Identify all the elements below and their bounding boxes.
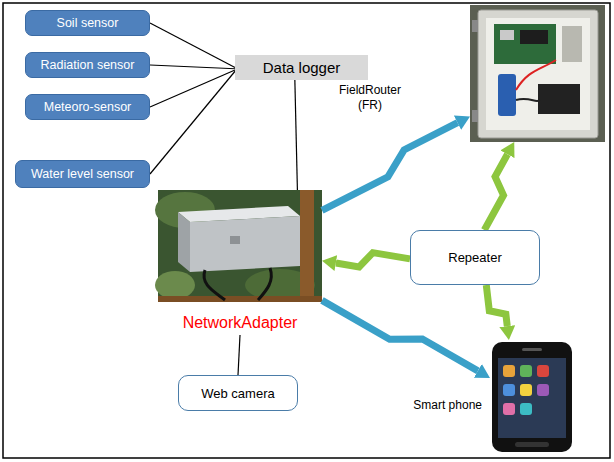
photo-background [470,5,605,142]
app-icon [520,384,532,396]
app-icon [503,384,515,396]
enclosure-interior [486,18,590,130]
sensor-box: Soil sensor [25,10,150,36]
bracket [562,26,582,62]
wireless-bolt [322,300,478,371]
app-icon [503,365,515,377]
app-icon [537,384,549,396]
phone-photo-node: Smart phone [490,340,575,455]
cable [204,270,225,300]
device-box: Web camera [178,375,298,411]
smart-phone-photo [492,342,572,452]
app-icon [537,365,549,377]
node-label: Soil sensor [57,16,119,30]
phone-screen [498,358,566,438]
node-label: Meteoro-sensor [44,100,132,114]
node-label: Water level sensor [31,167,134,181]
foliage [155,271,195,299]
wire-line [150,70,235,107]
mount-tab [472,110,478,122]
box-side [178,212,190,272]
chip [520,30,548,44]
device-box: Repeater [410,230,540,285]
node-label: Repeater [448,250,501,265]
app-icon [520,365,532,377]
network-adapter-photo [155,190,322,302]
chip [500,30,514,40]
outer-frame [3,3,610,458]
wooden-beam [158,296,322,302]
sensor-box: Water level sensor [15,160,150,188]
phone-body [492,342,572,452]
wire [516,60,556,90]
cable [258,268,271,300]
wireless-bolt [484,154,507,230]
sensor-box: Meteoro-sensor [25,94,150,120]
wire-line [295,80,298,190]
logger-box: Data logger [235,55,368,80]
wire-line [150,23,235,68]
node-label: Data logger [263,59,341,76]
field-router-photo [470,5,605,142]
mount-tab [472,20,478,32]
speaker [522,348,542,351]
adapter-photo-node: NetworkAdapter [158,190,322,335]
app-icon [503,403,515,415]
screw [230,236,240,244]
router-photo-node: FieldRouter (FR) [470,5,605,142]
node-label: FieldRouter (FR) [328,83,412,113]
wire-line [238,335,240,375]
sensor-box: Radiation sensor [25,52,150,78]
wireless-bolt [486,285,507,326]
radio-module [538,84,580,114]
circuit-board [494,24,556,64]
wire [516,99,540,101]
node-label: NetworkAdapter [183,314,298,335]
app-icon [520,403,532,415]
enclosure [478,10,598,138]
wire-line [150,65,235,69]
node-label: Radiation sensor [41,58,135,72]
box-front [190,216,300,272]
wireless-bolt [336,253,410,267]
battery [498,74,516,116]
wire-line [150,71,235,174]
node-label: Smart phone [408,398,482,412]
wooden-post [300,190,314,302]
wireless-bolt [322,123,458,211]
home-button [515,442,549,447]
node-label: Web camera [201,386,274,401]
